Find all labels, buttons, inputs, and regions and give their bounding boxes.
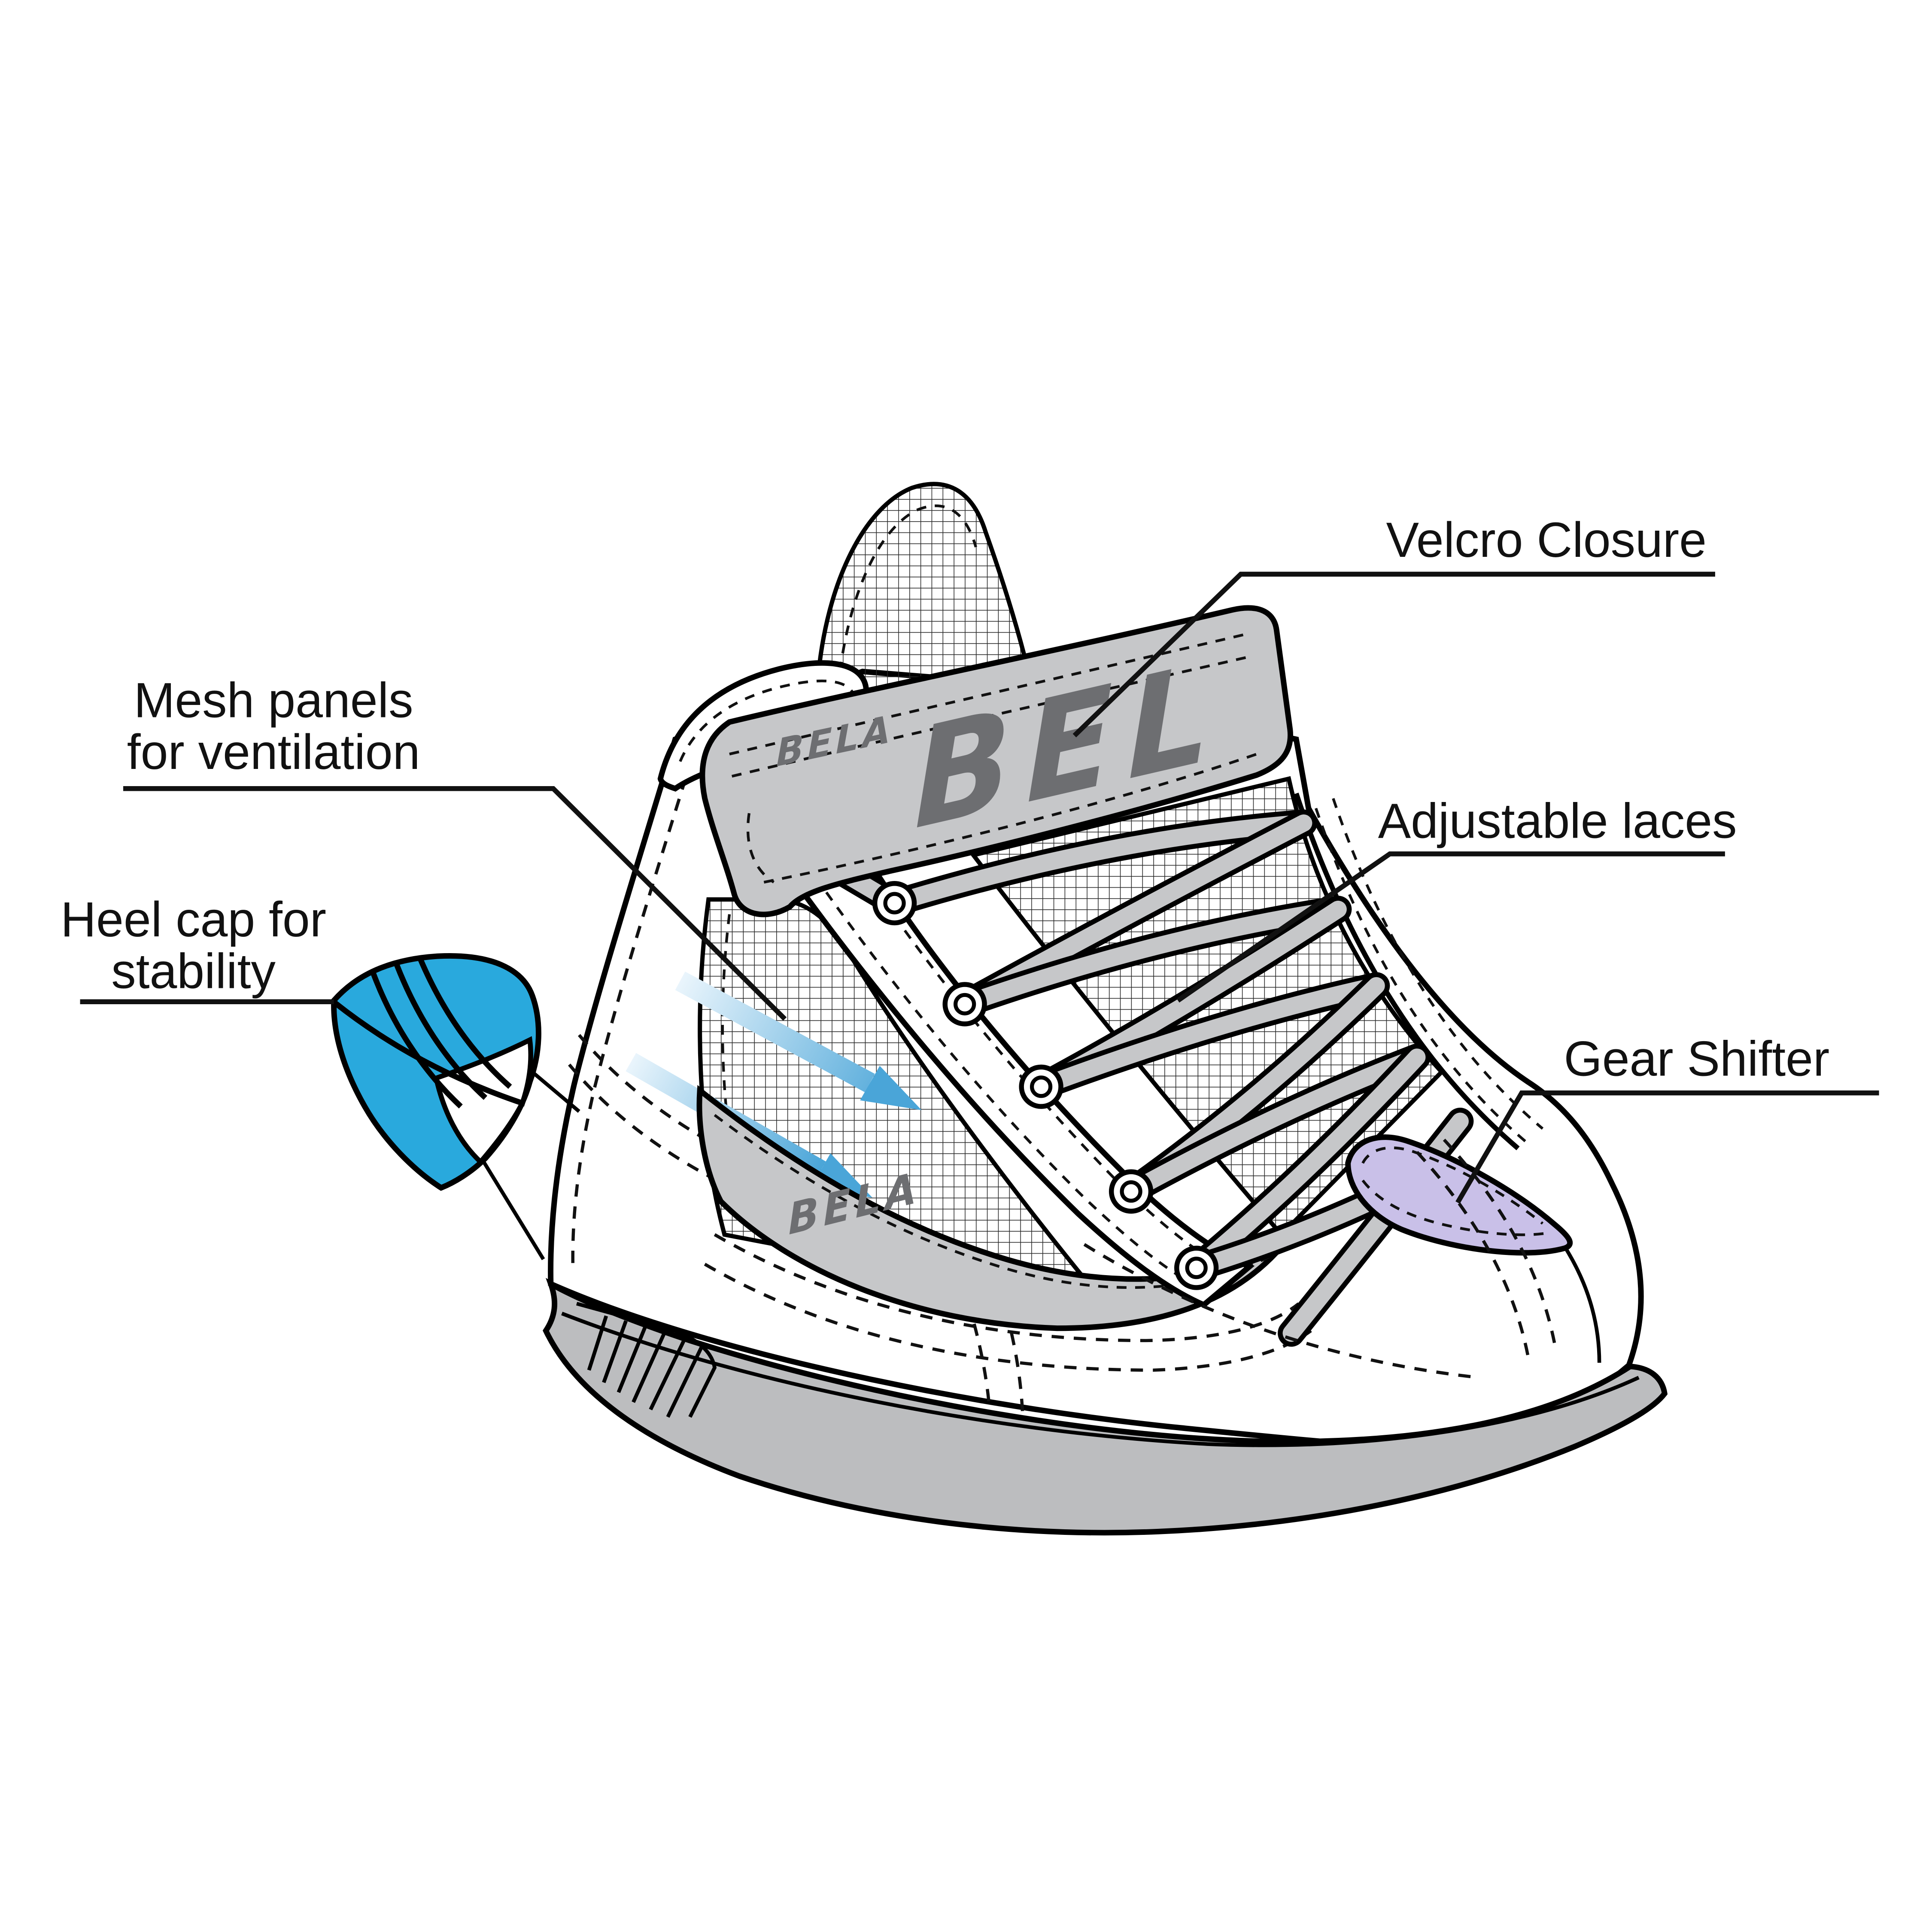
toe-crease bbox=[1563, 1246, 1601, 1363]
velcro-strap-shape bbox=[699, 605, 1294, 917]
callout-label: Heel cap for bbox=[61, 892, 326, 947]
side-swoosh-shape bbox=[696, 1085, 1284, 1331]
midsole-stitch-2 bbox=[704, 1263, 1312, 1372]
heel-cap-connector-upper bbox=[531, 1070, 580, 1113]
sole-shape bbox=[542, 1278, 1668, 1536]
topline-stitch-1 bbox=[1315, 808, 1529, 1145]
airflow-arrow-icon bbox=[675, 971, 922, 1110]
heel-cap-stripe bbox=[371, 972, 463, 1109]
strap-stitch-end bbox=[746, 813, 775, 884]
topline-stitch-2 bbox=[1332, 798, 1544, 1130]
heel-cap-connector-lower bbox=[481, 1160, 545, 1261]
sole-midline bbox=[561, 1312, 1640, 1447]
heel-cap bbox=[331, 953, 580, 1261]
callout-label: Velcro Closure bbox=[1386, 513, 1707, 568]
eyelets bbox=[872, 881, 1219, 1290]
eyelet-icon bbox=[1174, 1245, 1219, 1290]
quarter-topline-edge bbox=[1294, 793, 1520, 1151]
callout-velcro-closure: Velcro Closure bbox=[1072, 513, 1715, 738]
callout-leader-line bbox=[123, 786, 787, 1021]
callout-leader-line bbox=[1455, 1090, 1879, 1204]
callout-adjustable-laces: Adjustable laces bbox=[1176, 794, 1737, 1003]
side-swoosh-panel: BELA bbox=[696, 1085, 1284, 1331]
sole bbox=[542, 1278, 1668, 1536]
sole-heel-tread bbox=[576, 1302, 717, 1418]
callout-label: Gear Shifter bbox=[1564, 1031, 1829, 1086]
callout-leader-line bbox=[1176, 851, 1725, 1003]
heel-cap-stripe bbox=[417, 957, 512, 1089]
stay-stitch-right bbox=[861, 869, 1221, 1266]
eyelet-icon bbox=[1109, 1169, 1154, 1214]
strap-stitch-top-2 bbox=[731, 655, 1250, 778]
callout-label: for ventilation bbox=[127, 725, 420, 780]
boot-illustration: BELA bbox=[331, 482, 1668, 1536]
callout-gear-shifter: Gear Shifter bbox=[1455, 1031, 1879, 1204]
callout-heel-cap: Heel cap for stability bbox=[61, 892, 334, 1004]
callout-label: stability bbox=[111, 944, 276, 999]
callout-mesh-panels: Mesh panels for ventilation bbox=[123, 673, 787, 1021]
tongue-stitch bbox=[836, 504, 977, 690]
vamp-stitch bbox=[1083, 1243, 1479, 1379]
eyelet-icon bbox=[872, 881, 917, 926]
callout-leader-line bbox=[1072, 571, 1715, 738]
toe-stitch-1 bbox=[1416, 1151, 1530, 1356]
heel-stitch-1 bbox=[577, 1034, 863, 1204]
callout-label: Adjustable laces bbox=[1378, 794, 1737, 849]
gear-shifter-pad-shape bbox=[1345, 1134, 1573, 1256]
toe-stitch-2 bbox=[1443, 1139, 1557, 1346]
heel-cap-diagonal bbox=[333, 1001, 526, 1107]
eyelet-icon bbox=[942, 982, 987, 1027]
callout-label: Mesh panels bbox=[134, 673, 413, 728]
collar-stitch bbox=[679, 679, 854, 762]
callouts: Velcro Closure Mesh panels for ventilati… bbox=[61, 513, 1879, 1204]
gear-shifter-pad bbox=[1345, 1134, 1573, 1256]
strap-stitch-bottom bbox=[763, 753, 1258, 884]
gear-pad-stitch-1 bbox=[1361, 1146, 1544, 1225]
midsole-stitch-1 bbox=[714, 1233, 1300, 1343]
gear-pad-stitch-2 bbox=[1361, 1179, 1546, 1236]
eyelet-icon bbox=[1019, 1064, 1063, 1109]
strap-stitch-top-1 bbox=[729, 633, 1245, 756]
